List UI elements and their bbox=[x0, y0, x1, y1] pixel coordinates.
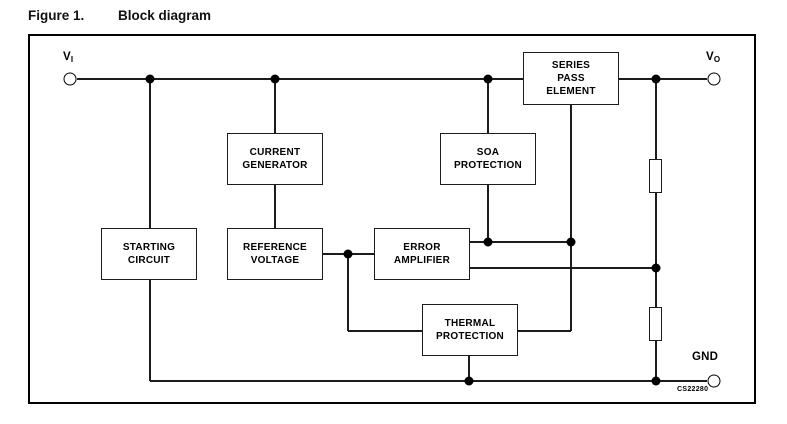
terminal-gnd-label: GND bbox=[692, 351, 719, 363]
wire bbox=[470, 241, 571, 243]
resistor-top bbox=[649, 159, 662, 193]
wire bbox=[274, 79, 276, 133]
junction-dot bbox=[343, 249, 353, 259]
wire bbox=[468, 356, 470, 381]
block-thermal-protection: THERMAL PROTECTION bbox=[422, 304, 518, 356]
vi-sub: I bbox=[70, 55, 74, 64]
block-diagram: VI VO GND SERIES PASS ELEMENT CURRENT GE… bbox=[30, 36, 754, 402]
vo-sub: O bbox=[713, 55, 721, 64]
wire bbox=[77, 78, 523, 80]
junction-dot bbox=[483, 237, 493, 247]
wire bbox=[348, 330, 422, 332]
junction-dot bbox=[270, 74, 280, 84]
wire bbox=[619, 78, 707, 80]
wire bbox=[150, 380, 707, 382]
junction-dot bbox=[464, 376, 474, 386]
terminal-vo-label: VO bbox=[706, 51, 720, 64]
figure-caption: Block diagram bbox=[118, 8, 212, 23]
resistor-bottom bbox=[649, 307, 662, 341]
wire bbox=[347, 254, 349, 331]
terminal-vo bbox=[707, 72, 721, 86]
junction-dot bbox=[651, 376, 661, 386]
wire bbox=[570, 105, 572, 331]
wire bbox=[487, 79, 489, 133]
wire bbox=[487, 185, 489, 243]
wire bbox=[274, 185, 276, 228]
vi-base: V bbox=[63, 51, 71, 63]
wire bbox=[470, 267, 656, 269]
junction-dot bbox=[651, 263, 661, 273]
junction-dot bbox=[566, 237, 576, 247]
figure-label: Figure 1. bbox=[28, 8, 85, 23]
wire bbox=[655, 193, 657, 307]
junction-dot bbox=[483, 74, 493, 84]
block-series-pass-element: SERIES PASS ELEMENT bbox=[523, 52, 619, 105]
block-current-generator: CURRENT GENERATOR bbox=[227, 133, 323, 185]
diagram-frame: VI VO GND SERIES PASS ELEMENT CURRENT GE… bbox=[28, 34, 756, 404]
junction-dot bbox=[651, 74, 661, 84]
vo-base: V bbox=[706, 51, 714, 63]
block-starting-circuit: STARTING CIRCUIT bbox=[101, 228, 197, 280]
terminal-vi bbox=[63, 72, 77, 86]
wire bbox=[655, 79, 657, 159]
block-reference-voltage: REFERENCE VOLTAGE bbox=[227, 228, 323, 280]
block-error-amplifier: ERROR AMPLIFIER bbox=[374, 228, 470, 280]
wire bbox=[518, 330, 571, 332]
wire bbox=[149, 79, 151, 228]
junction-dot bbox=[145, 74, 155, 84]
terminal-gnd bbox=[707, 374, 721, 388]
wire bbox=[655, 339, 657, 381]
block-soa-protection: SOA PROTECTION bbox=[440, 133, 536, 185]
schematic-code-label: CS22280 bbox=[677, 386, 709, 393]
wire bbox=[149, 280, 151, 381]
terminal-vi-label: VI bbox=[63, 51, 73, 64]
